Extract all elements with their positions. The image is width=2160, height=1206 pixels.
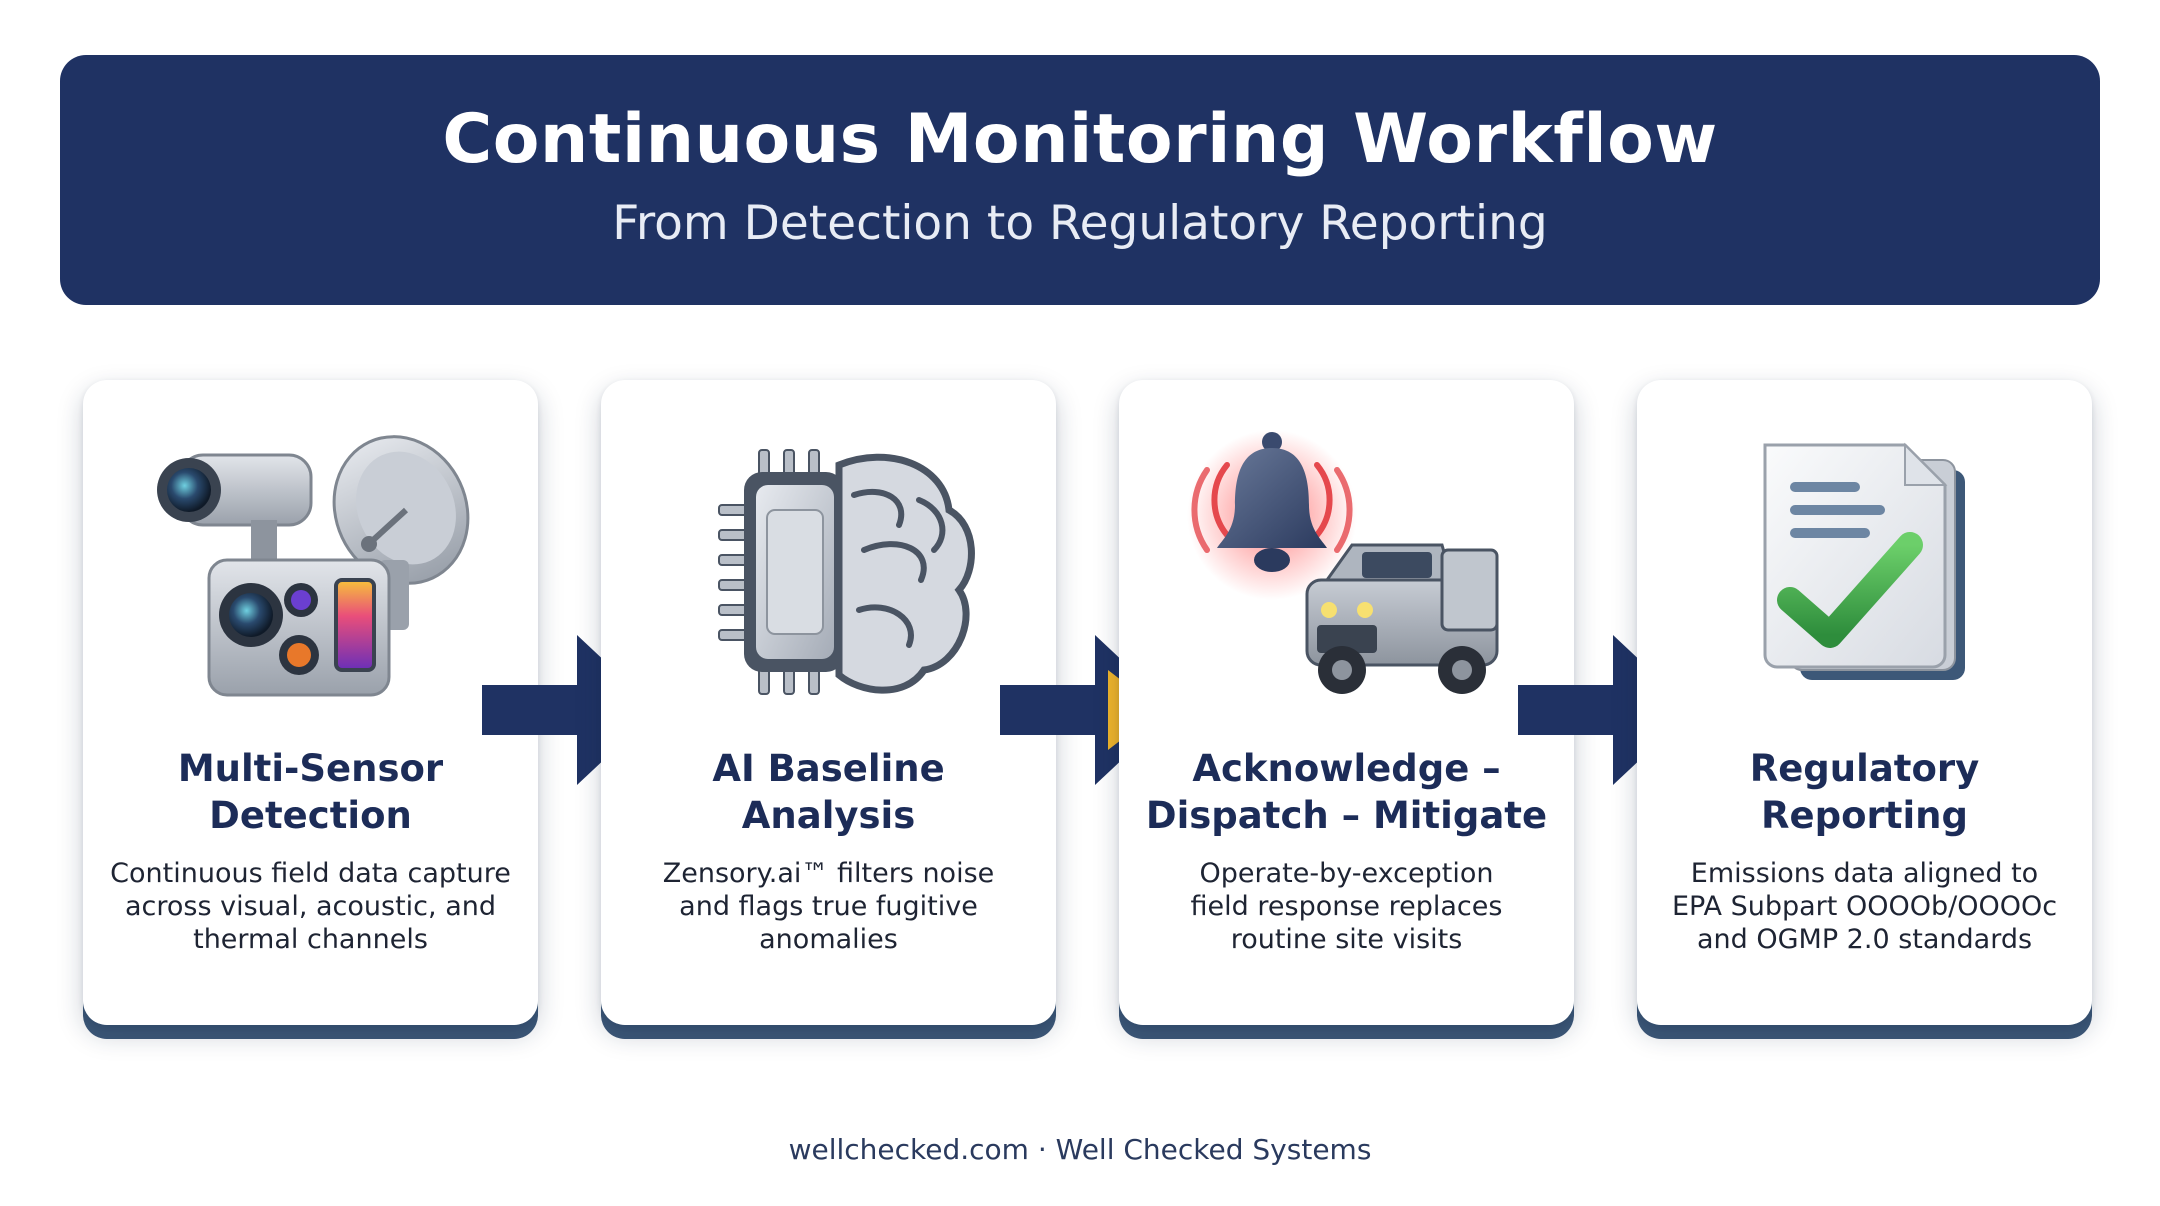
step-description: Emissions data aligned to EPA Subpart OO… bbox=[1671, 858, 2058, 955]
card-base bbox=[83, 999, 538, 1039]
step-card-dispatch: Acknowledge – Dispatch – Mitigate Operat… bbox=[1119, 380, 1574, 1039]
card-base bbox=[601, 999, 1056, 1039]
step-description: Zensory.ai™ filters noise and flags true… bbox=[662, 858, 995, 955]
multi-sensor-icon bbox=[156, 435, 469, 697]
card-base bbox=[1119, 999, 1574, 1039]
header-banner: Continuous Monitoring Workflow From Dete… bbox=[60, 55, 2100, 305]
footer-credit: wellchecked.com · Well Checked Systems bbox=[788, 1133, 1372, 1166]
step-card-ai-analysis: AI Baseline Analysis Zensory.ai™ filters… bbox=[601, 380, 1056, 1039]
alarm-bell-truck-icon bbox=[1186, 430, 1498, 694]
step-title: Regulatory Reporting bbox=[1749, 747, 1980, 837]
step-title: Multi-Sensor Detection bbox=[177, 747, 444, 837]
step-card-reporting: Regulatory Reporting Emissions data alig… bbox=[1637, 380, 2092, 1039]
chip-brain-icon bbox=[717, 449, 975, 695]
page-title: Continuous Monitoring Workflow bbox=[442, 100, 1718, 179]
step-description: Operate-by-exception field response repl… bbox=[1190, 858, 1503, 955]
page-subtitle: From Detection to Regulatory Reporting bbox=[612, 196, 1548, 251]
step-title: AI Baseline Analysis bbox=[712, 747, 945, 837]
card-base bbox=[1637, 999, 2092, 1039]
step-description: Continuous field data capture across vis… bbox=[110, 858, 511, 955]
step-card-detection: Multi-Sensor Detection Continuous field … bbox=[83, 380, 538, 1039]
document-check-icon bbox=[1763, 442, 1965, 680]
step-title: Acknowledge – Dispatch – Mitigate bbox=[1145, 747, 1548, 837]
